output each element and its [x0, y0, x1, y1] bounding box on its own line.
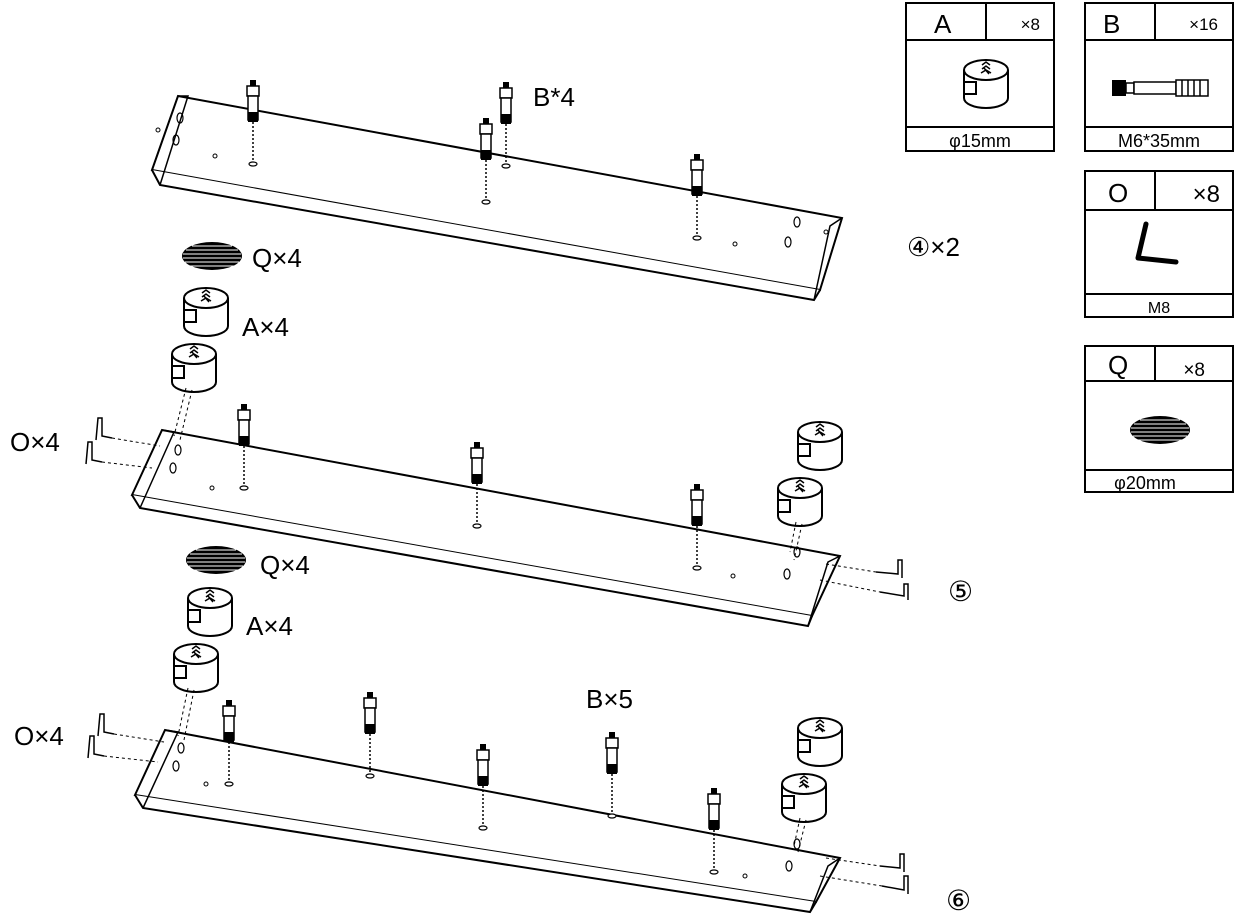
allen-key-icon: [85, 441, 103, 465]
allen-key-icon: [97, 713, 115, 737]
part-qty-o: ×8: [1193, 181, 1220, 208]
step-5-label-o: O×4: [10, 427, 60, 457]
step-4-rail: [150, 79, 844, 302]
part-spec-b: M6*35mm: [1118, 131, 1200, 151]
allen-key-icon: [87, 735, 105, 759]
cap-disc-icon: [1129, 415, 1191, 445]
part-spec-q: φ20mm: [1114, 473, 1176, 493]
part-spec-o: M8: [1148, 300, 1170, 317]
allen-key-icon: [879, 853, 905, 872]
step-6-label-a: A×4: [246, 611, 293, 641]
part-letter-o: O: [1108, 178, 1128, 208]
allen-key-icon: [881, 875, 909, 894]
part-letter-b: B: [1103, 9, 1120, 39]
part-qty-a: ×8: [1021, 15, 1040, 34]
part-spec-a: φ15mm: [949, 131, 1011, 151]
cam-lock-icon: [187, 587, 233, 637]
cap-disc-icon: [181, 241, 243, 271]
step-5-marker: ⑤: [948, 576, 973, 607]
cam-lock-icon: [171, 343, 217, 393]
step-6-rail: [87, 545, 909, 914]
cam-lock-icon: [183, 287, 229, 337]
allen-key-icon: [875, 559, 903, 578]
step-6-marker: ⑥: [946, 885, 971, 916]
part-letter-a: A: [934, 9, 952, 39]
allen-key-icon: [95, 417, 113, 441]
step-5-label-a: A×4: [242, 312, 289, 342]
cam-bolt-icon: [605, 731, 619, 819]
step-5-label-q: Q×4: [252, 243, 302, 273]
step-4-label-b: B*4: [533, 82, 575, 112]
step-5-rail: [85, 241, 909, 628]
cam-bolt-icon: [1112, 79, 1209, 97]
cam-lock-icon: [781, 773, 827, 823]
step-6-label-o: O×4: [14, 721, 64, 751]
cap-disc-icon: [185, 545, 247, 575]
cam-lock-icon: [797, 717, 843, 767]
cam-bolt-icon: [363, 691, 377, 779]
part-letter-q: Q: [1108, 350, 1128, 380]
cam-lock-icon: [963, 59, 1009, 109]
allen-key-icon: [1135, 221, 1179, 265]
cam-lock-icon: [777, 477, 823, 527]
part-card-q: Q ×8 φ20mm: [1084, 345, 1234, 493]
step-4-marker: ④×2: [907, 232, 960, 262]
part-card-b: B ×16 M6*35mm: [1084, 2, 1234, 152]
step-6-label-q: Q×4: [260, 550, 310, 580]
step-6-label-b: B×5: [586, 684, 633, 714]
part-qty-q: ×8: [1183, 360, 1205, 381]
part-qty-b: ×16: [1189, 15, 1218, 34]
part-card-o: O ×8 M8: [1084, 170, 1234, 318]
cam-lock-icon: [173, 643, 219, 693]
allen-key-icon: [879, 583, 909, 600]
part-card-a: A ×8 φ15mm: [905, 2, 1055, 152]
cam-lock-icon: [797, 421, 843, 471]
